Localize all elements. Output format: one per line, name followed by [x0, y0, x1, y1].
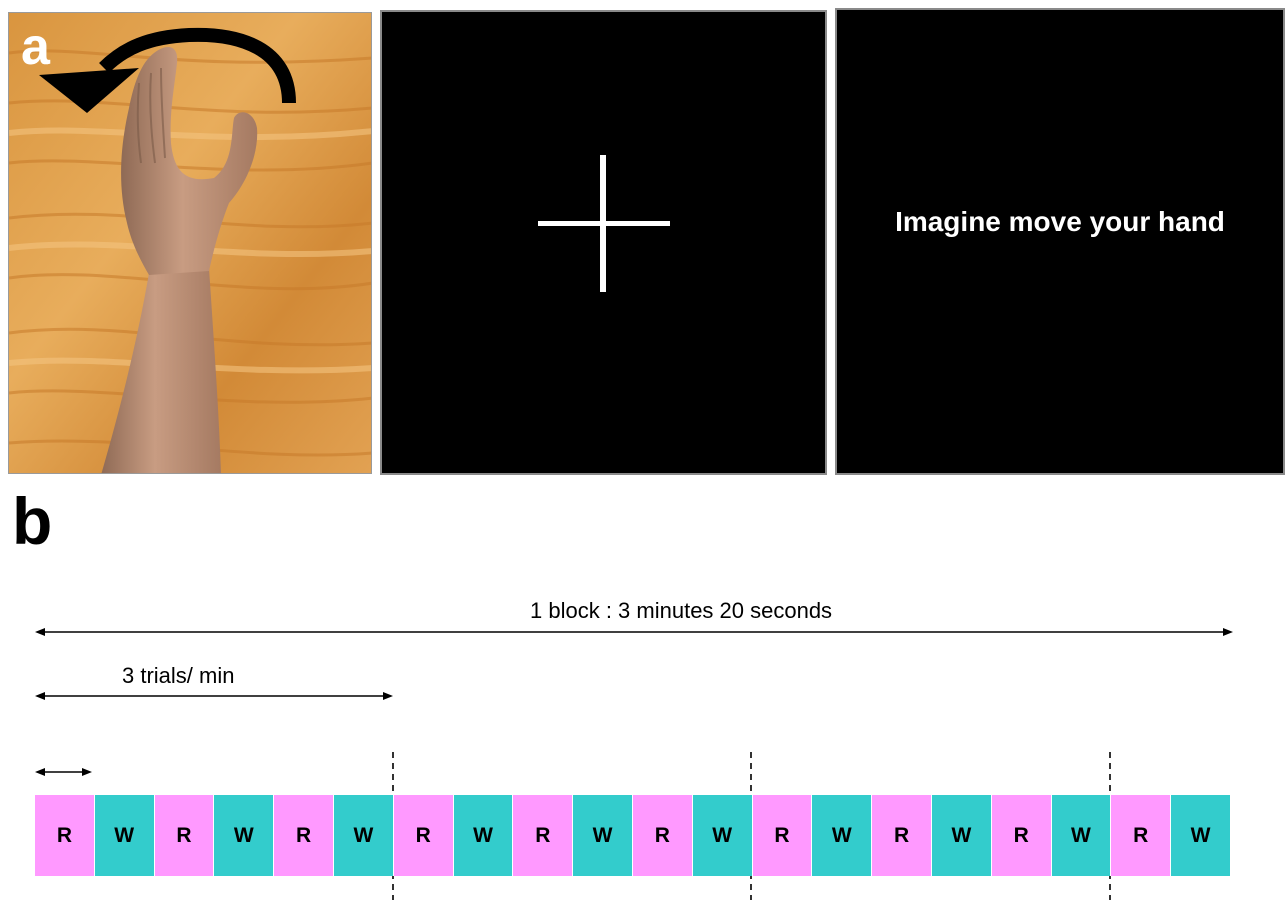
- fixation-cross-icon: [538, 155, 670, 292]
- instruction-text: Imagine move your hand: [895, 206, 1225, 237]
- rest-cell: R: [274, 795, 334, 876]
- rest-cell: R: [752, 795, 813, 876]
- rest-cell: R: [632, 795, 693, 876]
- rest-cell: R: [35, 795, 95, 876]
- block-duration-label: 1 block : 3 minutes 20 seconds: [530, 598, 833, 623]
- block-duration-arrow: [35, 628, 1233, 636]
- work-cell: W: [453, 795, 514, 876]
- single-cell-arrow: [35, 768, 92, 776]
- work-cell: W: [94, 795, 155, 876]
- panel-a-label: a: [21, 18, 50, 76]
- fixation-screen: [380, 10, 827, 475]
- trials-per-minute-arrow: [35, 692, 393, 700]
- panel-b-label: b: [12, 484, 53, 558]
- rest-cell: R: [154, 795, 215, 876]
- work-cell: W: [692, 795, 753, 876]
- work-cell: W: [1051, 795, 1112, 876]
- rest-cell: R: [872, 795, 932, 876]
- hand-rotation-image: a: [8, 12, 372, 474]
- work-cell: W: [1171, 795, 1231, 876]
- rest-cell: R: [991, 795, 1052, 876]
- rest-cell: R: [393, 795, 454, 876]
- work-cell: W: [573, 795, 633, 876]
- trials-rate-label: 3 trials/ min: [122, 663, 235, 688]
- work-cell: W: [812, 795, 873, 876]
- instruction-screen: Imagine move your hand: [835, 8, 1285, 475]
- rest-cell: R: [1111, 795, 1172, 876]
- work-cell: W: [333, 795, 394, 876]
- rest-cell: R: [513, 795, 574, 876]
- work-cell: W: [931, 795, 992, 876]
- work-cell: W: [214, 795, 275, 876]
- wooden-background-with-hand: [9, 13, 371, 473]
